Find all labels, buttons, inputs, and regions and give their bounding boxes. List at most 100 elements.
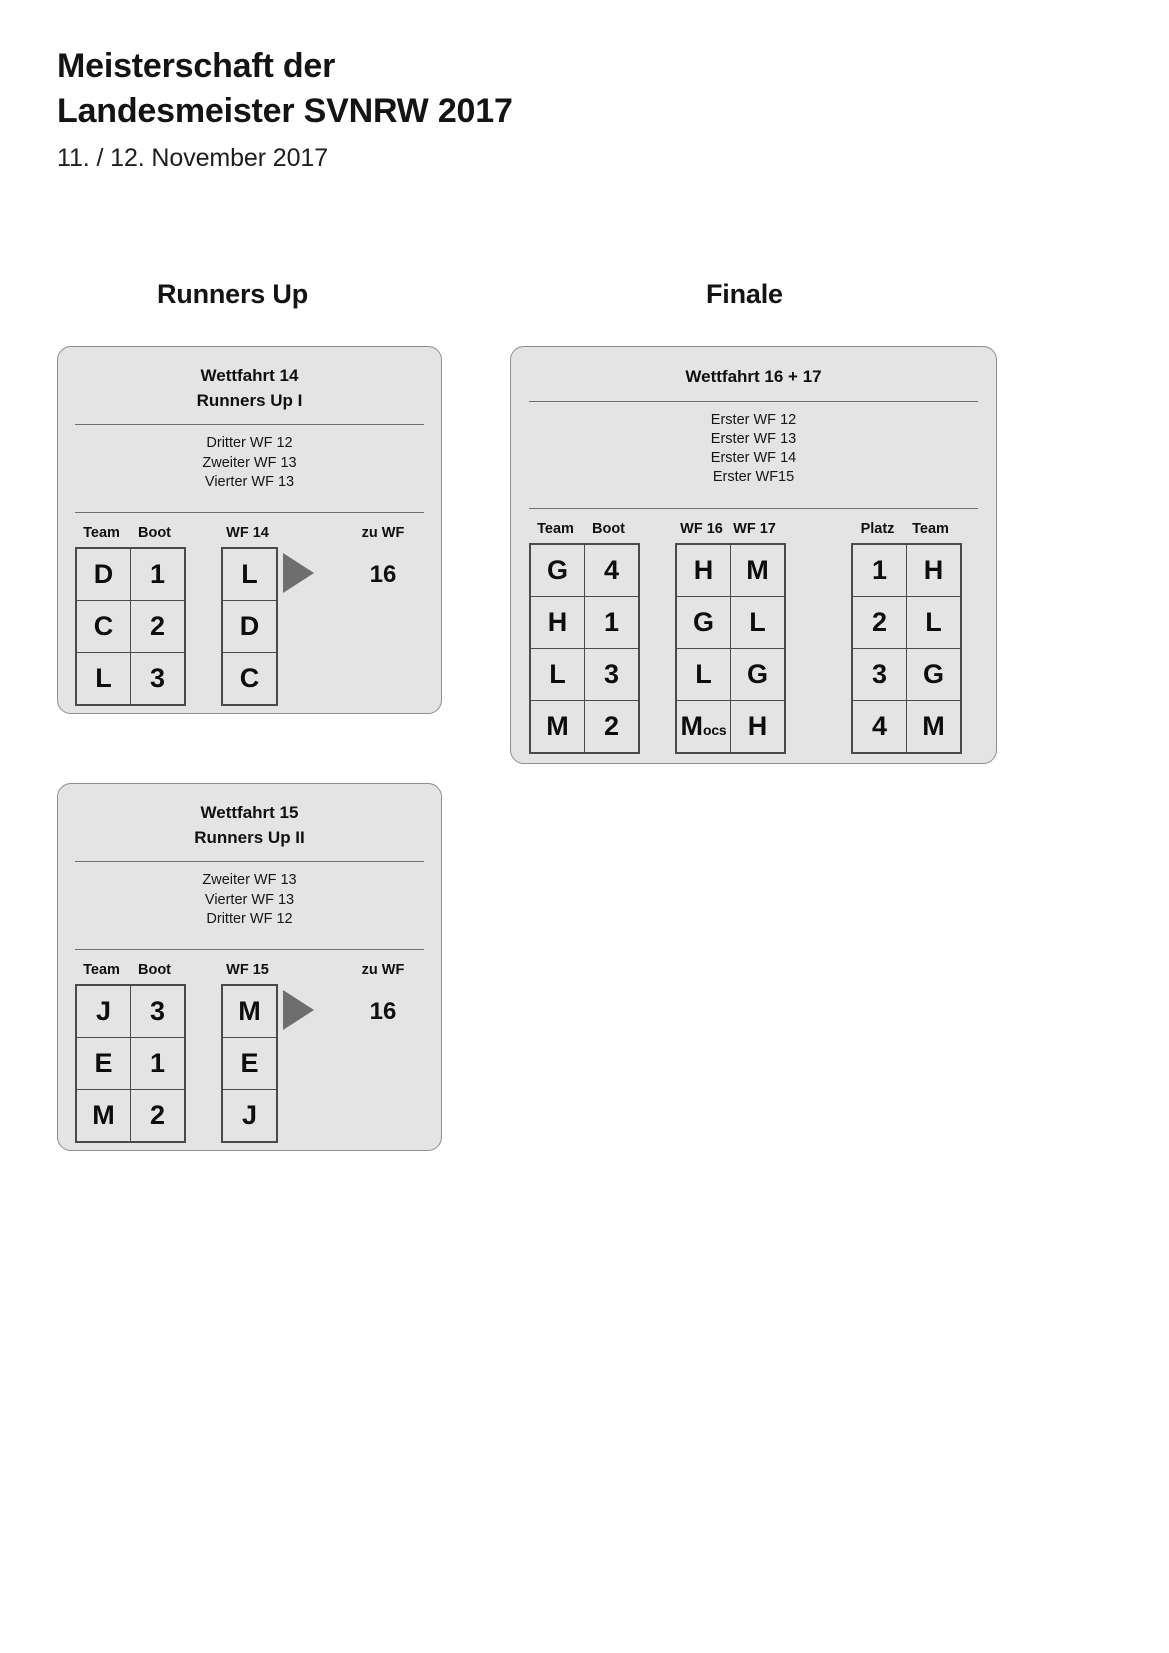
table-row: M (222, 985, 277, 1039)
page-title: Meisterschaft der Landesmeister SVNRW 20… (57, 47, 513, 130)
cell-wf17: M (730, 543, 785, 597)
cell-boot: 4 (584, 543, 639, 597)
table-row: 1 H (852, 543, 961, 597)
cell-wf17: H (730, 699, 785, 753)
cell-team: E (76, 1037, 131, 1091)
column-header-race: WF 14 (226, 525, 269, 542)
cell-wf17: G (730, 647, 785, 701)
grids: G 4 H 1 L 3 M 2 (511, 542, 996, 755)
card-wettfahrt-14: Wettfahrt 14 Runners Up I Dritter WF 12 … (57, 346, 442, 714)
cell-result-team: L (906, 595, 961, 649)
qualifier-list: Zweiter WF 13 Vierter WF 13 Dritter WF 1… (202, 872, 297, 927)
card-title: Wettfahrt 15 Runners Up II (194, 803, 305, 847)
column-header-team: Team (537, 520, 574, 537)
grid-race-result: M E J (221, 984, 278, 1144)
cell-team: M (530, 699, 585, 753)
arrow-right-icon (283, 990, 314, 1031)
grids: D 1 C 2 L 3 L (58, 547, 441, 707)
table-row: M 2 (530, 699, 639, 753)
divider-top (75, 861, 424, 863)
results-table-area: Team Boot WF 15 zu WF J 3 E 1 M (58, 950, 441, 1144)
cell-wf16-ocs: Mocs (676, 699, 731, 753)
table-row: H 1 (530, 595, 639, 649)
table-row: G L (676, 595, 785, 649)
cell-team: L (530, 647, 585, 701)
cell-boot: 2 (584, 699, 639, 753)
column-header-zu-wf: zu WF (361, 525, 405, 542)
table-row: G 4 (530, 543, 639, 597)
qualifier-list: Dritter WF 12 Zweiter WF 13 Vierter WF 1… (202, 435, 297, 490)
document-header: Meisterschaft der Landesmeister SVNRW 20… (57, 44, 957, 173)
grid-wf16-wf17: H M G L L G Mocs H (675, 542, 786, 754)
cell-team: M (76, 1089, 131, 1143)
cell-wf16: H (676, 543, 731, 597)
cell-boot: 2 (130, 1089, 185, 1143)
column-header-team: Team (83, 962, 120, 979)
cell-team: D (76, 548, 131, 602)
column-headers: Team Boot WF 15 zu WF (58, 962, 441, 984)
cell-team: H (530, 595, 585, 649)
cell-result-team: M (906, 699, 961, 753)
card-title: Wettfahrt 14 Runners Up I (196, 366, 303, 410)
cell-boot: 3 (130, 985, 185, 1039)
grid-race-result: L D C (221, 547, 278, 707)
card-wettfahrt-15: Wettfahrt 15 Runners Up II Zweiter WF 13… (57, 783, 442, 1151)
cell-team: J (76, 985, 131, 1039)
cell-boot: 1 (130, 1037, 185, 1091)
section-heading-finale: Finale (706, 279, 783, 309)
cell-result-team: H (906, 543, 961, 597)
divider-bottom (529, 507, 978, 509)
column-header-result-team: Team (912, 520, 949, 537)
ocs-penalty-label: ocs (702, 721, 727, 738)
cell-wf16-value: M (680, 710, 703, 741)
column-headers: Team Boot WF 14 zu WF (58, 525, 441, 547)
column-header-wf16: WF 16 (680, 520, 723, 537)
section-heading-runners-up: Runners Up (157, 279, 309, 309)
divider-top (75, 424, 424, 426)
table-row: J (222, 1089, 277, 1143)
divider-bottom (75, 512, 424, 514)
column-headers: Team Boot WF 16 WF 17 Platz Team (511, 521, 996, 543)
table-row: 3 G (852, 647, 961, 701)
table-row: E 1 (76, 1037, 185, 1091)
table-row: D 1 (76, 548, 185, 602)
cell-race-result: E (222, 1037, 277, 1091)
cell-race-result: C (222, 652, 277, 706)
grids: J 3 E 1 M 2 M (58, 984, 441, 1144)
cell-team: L (76, 652, 131, 706)
divider-top (529, 400, 978, 402)
cell-result-team: G (906, 647, 961, 701)
table-row: L G (676, 647, 785, 701)
table-row: C (222, 652, 277, 706)
cell-boot: 1 (130, 548, 185, 602)
column-header-zu-wf: zu WF (361, 962, 405, 979)
column-header-race: WF 15 (226, 962, 269, 979)
column-header-team: Team (83, 525, 120, 542)
table-row: L 3 (530, 647, 639, 701)
cell-boot: 2 (130, 600, 185, 654)
cell-platz: 2 (852, 595, 907, 649)
column-header-boot: Boot (591, 520, 625, 537)
cell-race-result: M (222, 985, 277, 1039)
cell-platz: 1 (852, 543, 907, 597)
zu-wf-value: 16 (369, 998, 397, 1026)
cell-team: G (530, 543, 585, 597)
cell-wf16: L (676, 647, 731, 701)
cell-platz: 4 (852, 699, 907, 753)
table-row: 2 L (852, 595, 961, 649)
grid-team-boot: J 3 E 1 M 2 (75, 984, 186, 1144)
divider-bottom (75, 949, 424, 951)
table-row: E (222, 1037, 277, 1091)
table-row: 4 M (852, 699, 961, 753)
cell-team: C (76, 600, 131, 654)
cell-race-result: D (222, 600, 277, 654)
table-row: D (222, 600, 277, 654)
table-row: L 3 (76, 652, 185, 706)
cell-boot: 3 (584, 647, 639, 701)
table-row: H M (676, 543, 785, 597)
page-subtitle: 11. / 12. November 2017 (57, 143, 329, 172)
grid-team-boot: D 1 C 2 L 3 (75, 547, 186, 707)
grid-platz-team: 1 H 2 L 3 G 4 M (851, 542, 962, 754)
table-row: M 2 (76, 1089, 185, 1143)
results-table-area: Team Boot WF 14 zu WF D 1 C 2 L (58, 513, 441, 707)
